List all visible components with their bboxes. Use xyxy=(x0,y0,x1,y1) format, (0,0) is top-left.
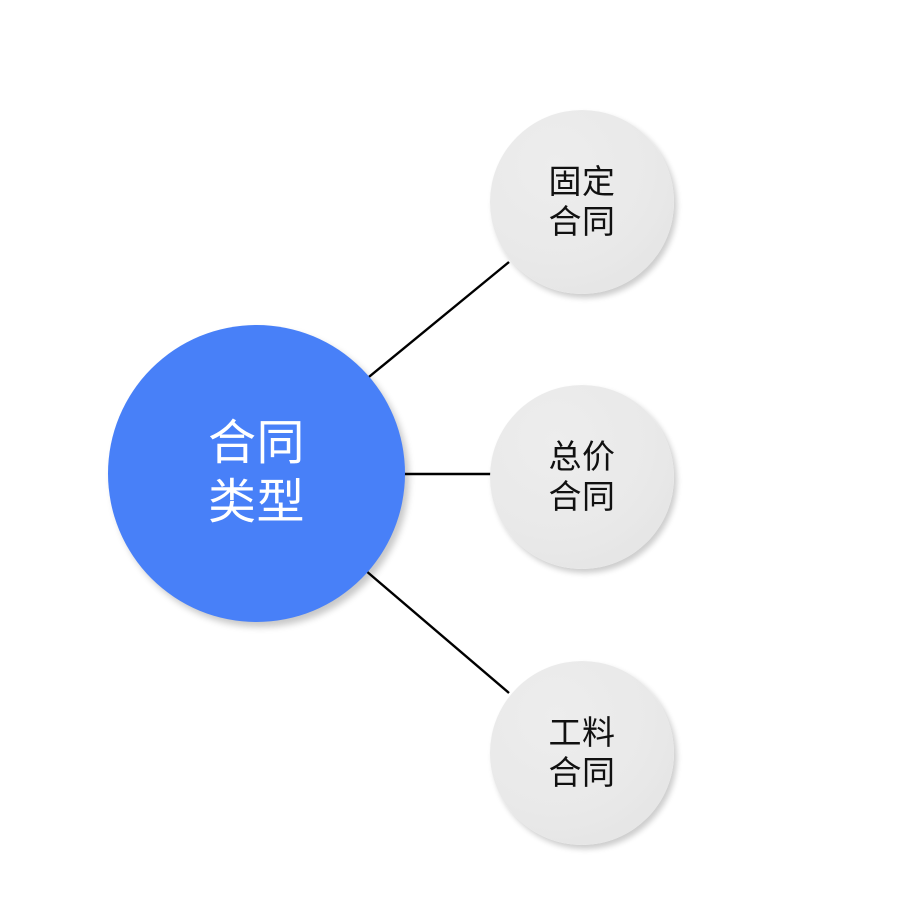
node-branch-1-label: 总价 合同 xyxy=(548,437,616,515)
node-branch-lump-sum-contract[interactable]: 总价 合同 xyxy=(490,385,674,569)
node-branch-2-label: 工料 合同 xyxy=(548,713,616,791)
node-branch-fixed-contract[interactable]: 固定 合同 xyxy=(490,110,674,294)
connector-root-to-branch-0 xyxy=(363,261,510,382)
node-root-label: 合同 类型 xyxy=(207,416,305,529)
node-branch-labor-material-contract[interactable]: 工料 合同 xyxy=(490,661,674,845)
node-root-contract-type[interactable]: 合同 类型 xyxy=(108,325,405,622)
node-branch-0-label: 固定 合同 xyxy=(548,162,616,240)
connector-root-to-branch-2 xyxy=(364,569,510,694)
